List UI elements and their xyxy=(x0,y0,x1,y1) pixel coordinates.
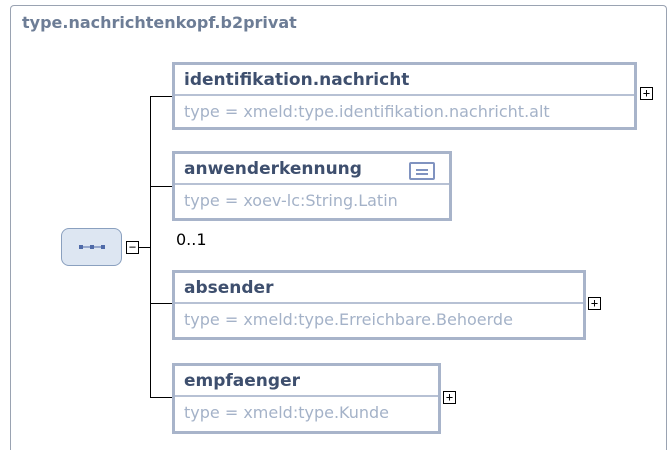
collapse-toggle[interactable]: − xyxy=(126,241,139,254)
sequence-icon xyxy=(78,245,105,249)
documentation-icon xyxy=(409,162,435,180)
connector-seq-to-trunk xyxy=(139,247,150,248)
expand-toggle-empfaenger[interactable]: + xyxy=(443,391,456,404)
connector-branch-identifikation xyxy=(150,96,173,97)
element-anwenderkennung[interactable]: anwenderkennung type = xoev-lc:String.La… xyxy=(172,151,452,221)
connector-branch-absender xyxy=(150,303,173,304)
sequence-compositor[interactable] xyxy=(61,228,122,266)
connector-trunk xyxy=(150,96,151,397)
element-absender[interactable]: absender type = xmeld:type.Erreichbare.B… xyxy=(172,270,586,340)
element-identifikation-nachricht[interactable]: identifikation.nachricht type = xmeld:ty… xyxy=(172,62,637,130)
element-type: type = xmeld:type.Kunde xyxy=(184,403,390,422)
element-name: absender xyxy=(175,273,583,304)
connector-branch-empfaenger xyxy=(150,397,173,398)
connector-branch-anwenderkennung xyxy=(150,186,173,187)
element-empfaenger[interactable]: empfaenger type = xmeld:type.Kunde xyxy=(172,363,441,434)
type-frame xyxy=(10,5,667,450)
element-name: anwenderkennung xyxy=(175,154,449,185)
type-title: type.nachrichtenkopf.b2privat xyxy=(22,13,297,32)
expand-toggle-identifikation[interactable]: + xyxy=(640,87,653,100)
element-name: empfaenger xyxy=(175,366,438,397)
element-type: type = xoev-lc:String.Latin xyxy=(184,191,398,210)
expand-toggle-absender[interactable]: + xyxy=(588,297,601,310)
element-name: identifikation.nachricht xyxy=(175,65,634,96)
occurrence-label: 0..1 xyxy=(176,230,207,249)
element-type: type = xmeld:type.Erreichbare.Behoerde xyxy=(184,310,513,329)
element-type: type = xmeld:type.identifikation.nachric… xyxy=(184,102,550,121)
